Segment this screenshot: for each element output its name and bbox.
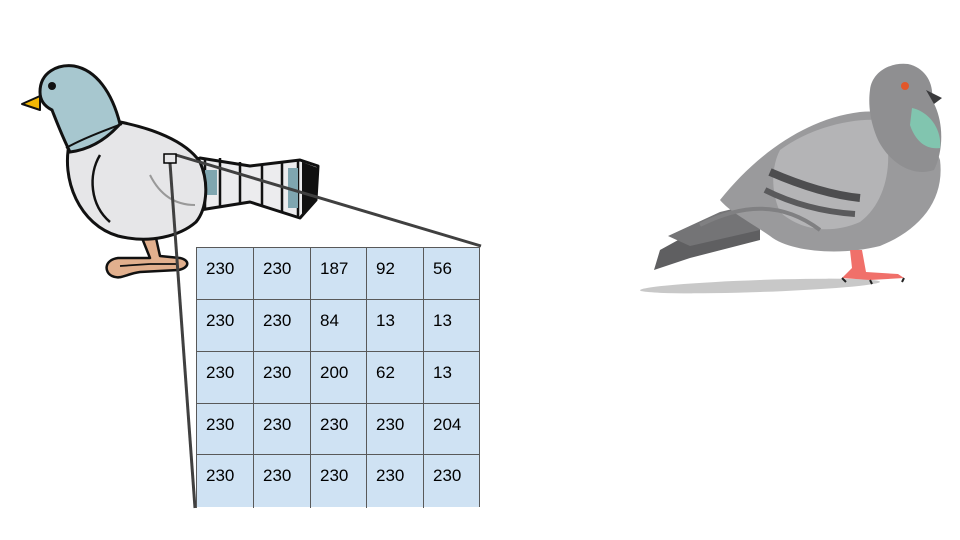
- grid-cell: 230: [196, 455, 253, 508]
- grid-cell: 230: [253, 404, 310, 455]
- grid-cell: 62: [366, 352, 423, 404]
- grid-cell: 230: [196, 248, 253, 300]
- realistic-pigeon-feet: [841, 250, 905, 285]
- grid-cell: 187: [310, 248, 366, 300]
- grid-cell: 230: [366, 455, 423, 508]
- grid-cell: 230: [196, 352, 253, 404]
- sampled-patch-box: [163, 153, 177, 164]
- grid-cell: 13: [423, 352, 480, 404]
- zoom-line-bottom: [168, 162, 197, 509]
- cartoon-pigeon-head: [21, 64, 123, 154]
- grid-cell: 92: [366, 248, 423, 300]
- pixel-value-grid: 230 230 187 92 56 230 230 84 13 13 230 2…: [196, 247, 480, 508]
- pigeon-shadow: [640, 278, 880, 294]
- realistic-pigeon-head: [869, 63, 942, 172]
- grid-cell: 204: [423, 404, 480, 455]
- grid-cell: 230: [253, 300, 310, 352]
- grid-cell: 230: [253, 352, 310, 404]
- grid-cell: 200: [310, 352, 366, 404]
- zoom-line-top: [175, 153, 482, 248]
- grid-cell: 230: [196, 300, 253, 352]
- pigeon-eye: [901, 82, 909, 90]
- grid-cell: 56: [423, 248, 480, 300]
- cartoon-pigeon-feet: [105, 236, 189, 279]
- grid-cell: 230: [196, 404, 253, 455]
- grid-cell: 84: [310, 300, 366, 352]
- grid-cell: 230: [253, 455, 310, 508]
- grid-cell: 230: [366, 404, 423, 455]
- grid-cell: 230: [310, 455, 366, 508]
- grid-cell: 230: [310, 404, 366, 455]
- grid-cell: 13: [366, 300, 423, 352]
- grid-cell: 13: [423, 300, 480, 352]
- grid-cell: 230: [423, 455, 480, 508]
- grid-cell: 230: [253, 248, 310, 300]
